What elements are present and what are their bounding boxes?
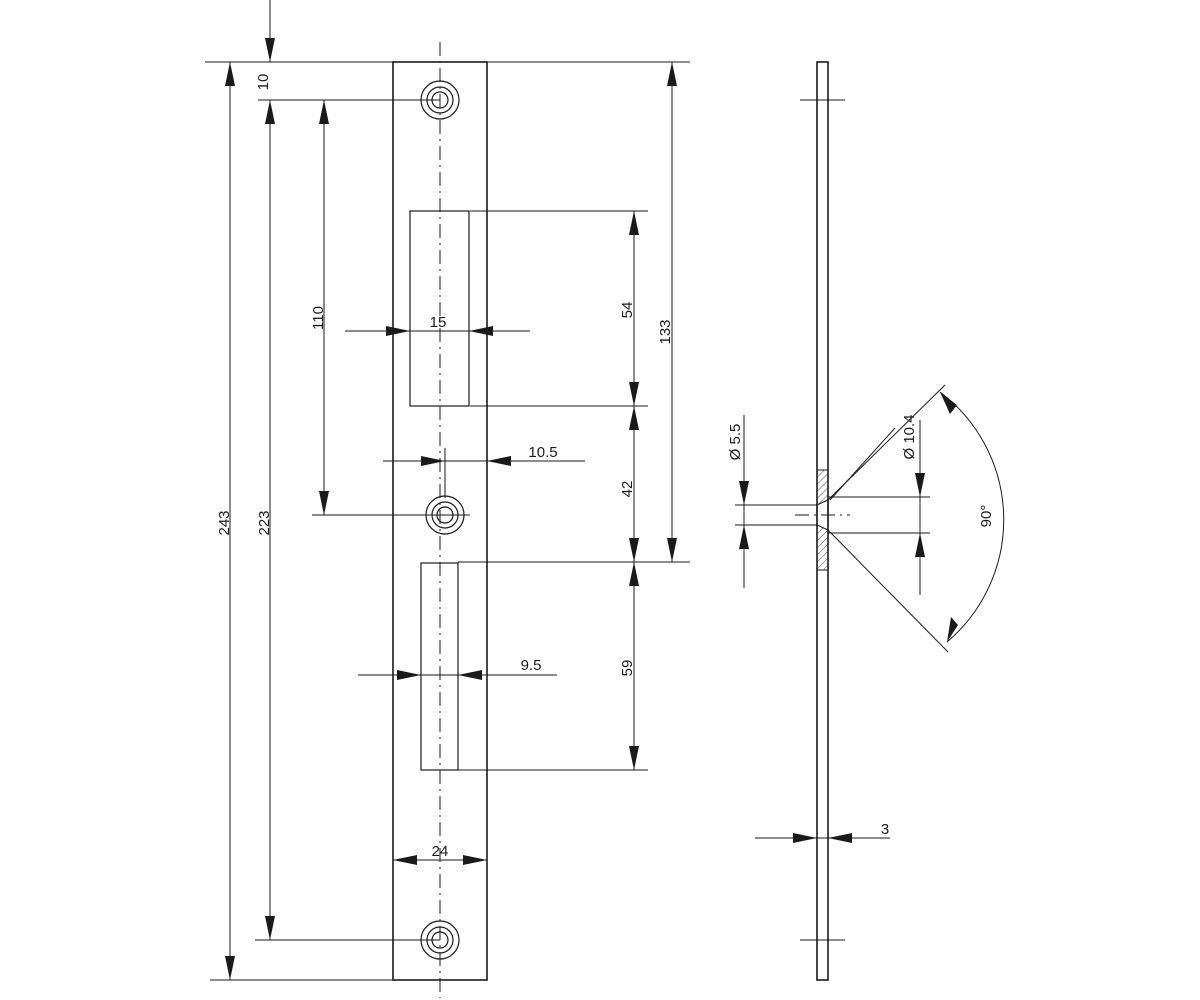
front-view: 243 10 223 110 15 xyxy=(205,0,690,998)
label-lower-slot-height: 59 xyxy=(619,660,636,677)
label-center-hole-offset: 10.5 xyxy=(528,444,557,461)
label-gap-between-slots: 42 xyxy=(619,481,636,498)
label-thickness: 3 xyxy=(881,821,889,838)
label-countersink-diameter: Ø 10.4 xyxy=(901,414,918,459)
label-upper-slot-height: 54 xyxy=(619,302,636,319)
label-hole-diameter: Ø 5.5 xyxy=(727,424,744,461)
dimension-top-hole-offset: 10 xyxy=(255,0,275,90)
label-countersink-angle: 90° xyxy=(978,505,995,528)
label-plate-width: 24 xyxy=(432,843,449,860)
label-top-to-center-hole: 110 xyxy=(310,306,327,330)
dimension-top-to-slot-end: 133 xyxy=(657,62,677,562)
dimension-thickness: 3 xyxy=(755,821,890,843)
label-lower-slot-width: 9.5 xyxy=(521,657,542,674)
dimension-center-hole-offset: 10.5 xyxy=(383,444,585,498)
label-total-length: 243 xyxy=(216,510,233,535)
dimension-top-to-center-hole: 110 xyxy=(310,100,329,515)
dimension-upper-slot-width: 15 xyxy=(345,314,530,336)
dimension-hole-spacing: 223 xyxy=(256,100,275,940)
dimension-lower-slot-width: 9.5 xyxy=(358,657,557,680)
side-plate-profile xyxy=(816,61,829,981)
dimension-plate-width: 24 xyxy=(393,843,487,865)
upper-slot xyxy=(409,210,470,407)
label-upper-slot-width: 15 xyxy=(430,314,447,331)
label-hole-spacing: 223 xyxy=(256,510,273,535)
dimension-countersink-diameter: Ø 10.4 xyxy=(828,414,930,595)
side-view: Ø 5.5 Ø 10.4 90° 3 xyxy=(727,61,1005,981)
dimension-hole-diameter: Ø 5.5 xyxy=(727,415,817,588)
dimension-gap-between-slots: 42 xyxy=(619,406,639,562)
dimension-upper-slot-height: 54 xyxy=(619,211,639,406)
label-top-to-slot-end: 133 xyxy=(657,319,674,344)
label-top-hole-offset: 10 xyxy=(255,74,272,91)
countersink-section xyxy=(816,469,829,571)
dimension-lower-slot-height: 59 xyxy=(619,562,639,770)
dimension-countersink-angle: 90° xyxy=(827,384,1005,653)
lower-slot xyxy=(420,562,459,771)
dimension-total-length: 243 xyxy=(216,62,235,980)
